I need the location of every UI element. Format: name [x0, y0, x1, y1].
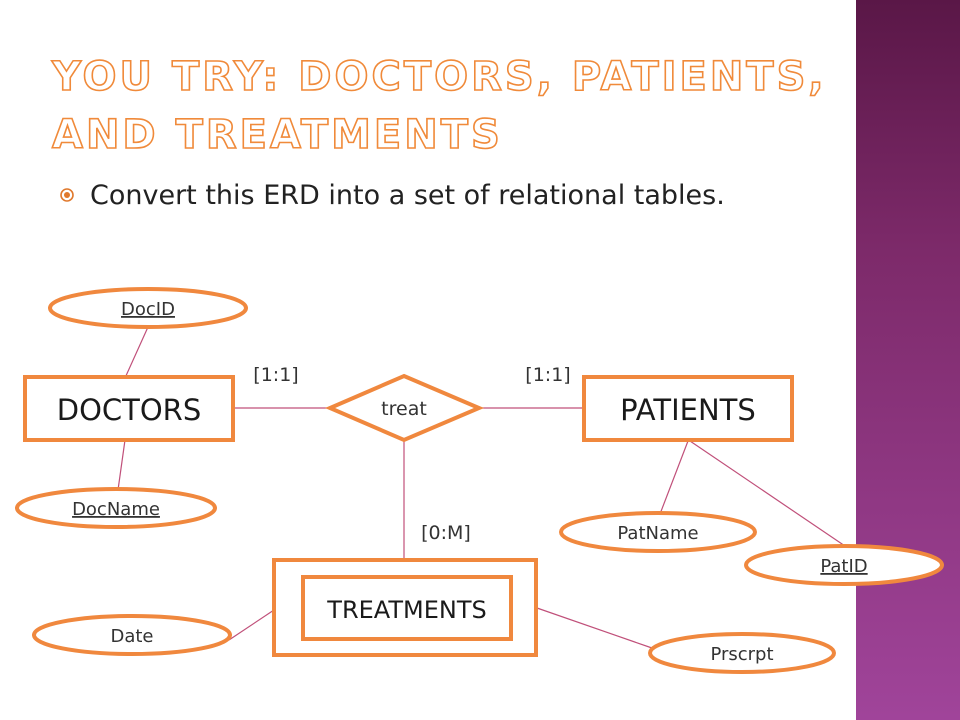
cardinality-treatments: [0:M] [421, 522, 471, 544]
connector-doctors-docname [117, 439, 126, 491]
entity-treatments: TREATMENTS [272, 558, 538, 657]
connector-treatments-prscrpt [536, 607, 653, 649]
attribute-docid: DocID [48, 287, 248, 329]
connector-treatments-date [228, 609, 275, 641]
entity-doctors-label: DOCTORS [57, 393, 202, 427]
attribute-docname-label: DocName [72, 499, 160, 520]
entity-doctors: DOCTORS [23, 375, 235, 442]
bullet-circle-icon [60, 188, 74, 202]
attribute-patid-label: PatID [820, 556, 867, 577]
connector-patients-patname [659, 440, 689, 515]
attribute-patname: PatName [559, 511, 757, 553]
attribute-prscrpt-label: Prscrpt [710, 644, 773, 665]
entity-patients: PATIENTS [582, 375, 794, 442]
cardinality-patients: [1:1] [525, 364, 570, 386]
connector-docid-doctors [124, 326, 149, 379]
slide-title: You Try: Doctors, Patients, and Treatmen… [51, 53, 827, 159]
bullet-item: Convert this ERD into a set of relationa… [60, 178, 780, 214]
entity-patients-label: PATIENTS [620, 393, 756, 427]
attribute-docname: DocName [15, 487, 217, 529]
bullet-text: Convert this ERD into a set of relationa… [90, 180, 725, 211]
relationship-treat-label: treat [381, 398, 427, 420]
attribute-date: Date [32, 614, 232, 656]
cardinality-doctors: [1:1] [253, 364, 298, 386]
attribute-patname-label: PatName [617, 523, 698, 544]
attribute-patid: PatID [744, 544, 944, 586]
connector-patients-patid [689, 440, 846, 547]
relationship-treat: treat [324, 373, 485, 443]
entity-treatments-label: TREATMENTS [326, 596, 486, 624]
attribute-docid-label: DocID [121, 299, 175, 320]
decorative-side-band [856, 0, 960, 720]
attribute-prscrpt: Prscrpt [648, 632, 836, 674]
attribute-date-label: Date [110, 626, 153, 647]
